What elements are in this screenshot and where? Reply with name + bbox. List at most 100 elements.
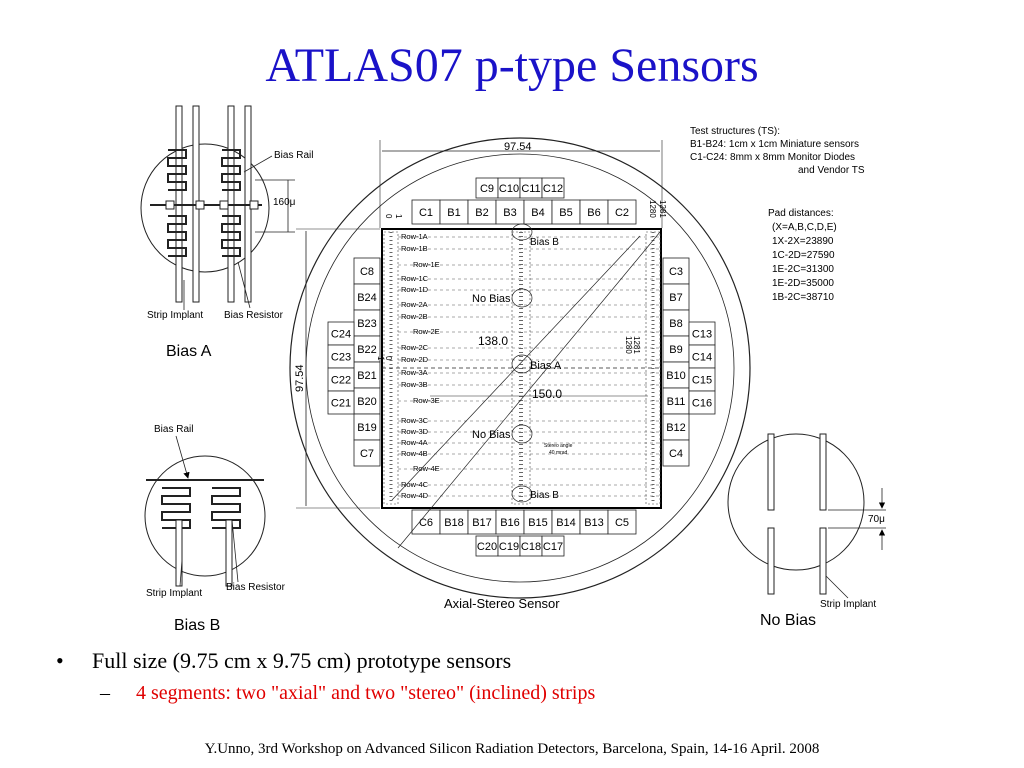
ts-note-line-1: Test structures (TS):: [690, 126, 780, 137]
ts-label-C10: C10: [499, 183, 519, 195]
ts-label-B18: B18: [444, 517, 464, 529]
stereo-angle-value: 40 mrad: [549, 450, 568, 456]
ts-label-B10: B10: [666, 370, 686, 382]
pad-line-2: (X=A,B,C,D,E): [772, 222, 837, 233]
row-label-row-2c: Row-2C: [401, 343, 429, 352]
ts-box-C16: [688, 390, 716, 415]
row-label-row-4a: Row-4A: [401, 438, 428, 447]
stereo-angle: Stereo angle: [544, 443, 573, 449]
ts-label-C20: C20: [477, 541, 497, 553]
region-label-1: Bias B: [530, 237, 559, 248]
test-structures-note: Test structures (TS): B1-B24: 1cm x 1cm …: [690, 126, 865, 176]
ts-label-B22: B22: [357, 344, 377, 356]
strip-num-rt-1: 1281: [658, 200, 667, 218]
ts-label-C21: C21: [331, 398, 351, 410]
row-label-row-3e: Row-3E: [413, 396, 440, 405]
ts-label-C15: C15: [692, 375, 712, 387]
ts-label-C11: C11: [521, 183, 540, 195]
ts-label-B23: B23: [357, 318, 377, 330]
ts-label-B3: B3: [503, 207, 516, 219]
bias-a-rail-label: Bias Rail: [274, 150, 313, 161]
ts-label-B15: B15: [528, 517, 548, 529]
ts-label-B12: B12: [666, 422, 686, 434]
ts-label-B8: B8: [669, 318, 682, 330]
ts-box-C17: [541, 535, 565, 557]
strip-columns: [382, 223, 661, 505]
ts-label-B14: B14: [556, 517, 576, 529]
ts-box-B5: [551, 199, 581, 225]
strip-num-lt-0: 0: [384, 214, 393, 219]
ts-label-C12: C12: [543, 183, 563, 195]
ts-box-B11: [662, 387, 690, 415]
ts-label-C16: C16: [692, 398, 712, 410]
row-label-row-2a: Row-2A: [401, 300, 428, 309]
slide-title: ATLAS07 p-type Sensors: [265, 39, 759, 92]
bullet-sub-marker: –: [100, 682, 110, 704]
sensor-caption: Axial-Stereo Sensor: [444, 596, 560, 611]
ts-label-B7: B7: [669, 292, 682, 304]
ts-label-C24: C24: [331, 329, 351, 341]
ts-box-B16: [495, 509, 525, 535]
no-bias-strip-label: Strip Implant: [820, 599, 876, 610]
ts-label-B5: B5: [559, 207, 572, 219]
ts-label-B20: B20: [357, 396, 377, 408]
row-label-row-4b: Row-4B: [401, 449, 428, 458]
ts-box-B2: [467, 199, 497, 225]
ts-label-C7: C7: [360, 448, 374, 460]
bias-b-circle: [144, 455, 266, 577]
ts-label-C17: C17: [543, 541, 563, 553]
footer-citation: Y.Unno, 3rd Workshop on Advanced Silicon…: [204, 741, 820, 757]
strip-num-rm-0: 1281: [632, 336, 641, 354]
ts-note-line-2: B1-B24: 1cm x 1cm Miniature sensors: [690, 139, 859, 150]
ts-note-line-4: and Vendor TS: [798, 165, 865, 176]
bias-b-resistor-label: Bias Resistor: [226, 582, 286, 593]
row-label-row-2e: Row-2E: [413, 327, 440, 336]
ts-box-B14: [551, 509, 581, 535]
row-label-row-2b: Row-2B: [401, 312, 428, 321]
region-label-4: No Bias: [472, 429, 511, 441]
ts-label-B4: B4: [531, 207, 544, 219]
ts-box-B18: [439, 509, 469, 535]
ts-label-C4: C4: [669, 448, 683, 460]
row-label-row-3c: Row-3C: [401, 416, 429, 425]
bullet-list: • Full size (9.75 cm x 9.75 cm) prototyp…: [56, 648, 996, 710]
wafer-outer: [289, 137, 751, 599]
ts-label-B24: B24: [357, 292, 377, 304]
row-label-row-3a: Row-3A: [401, 368, 428, 377]
ts-box-B20: [353, 387, 381, 415]
pad-line-7: 1B-2C=38710: [772, 292, 834, 303]
strip-num-rm-1: 1280: [624, 336, 633, 354]
ts-label-C2: C2: [615, 207, 629, 219]
ts-box-B4: [523, 199, 553, 225]
row-label-row-4e: Row-4E: [413, 464, 440, 473]
row-label-row-3d: Row-3D: [401, 427, 429, 436]
row-label-row-1e: Row-1E: [413, 260, 440, 269]
ts-box-B8: [662, 309, 690, 337]
ts-box-B12: [662, 413, 690, 441]
height-dimension: 97.54: [294, 364, 306, 392]
bias-a-detail: 160μ Bias Rail Strip Implant Bias Resist…: [140, 105, 313, 360]
bullet-sub: – 4 segments: two "axial" and two "stere…: [56, 682, 996, 710]
row-label-row-4c: Row-4C: [401, 480, 429, 489]
ts-box-B9: [662, 335, 690, 363]
bullet-sub-text: 4 segments: two "axial" and two "stereo"…: [136, 682, 596, 704]
row-label-row-3b: Row-3B: [401, 380, 428, 389]
ts-label-C8: C8: [360, 266, 374, 278]
ts-box-B17: [467, 509, 497, 535]
ts-label-C1: C1: [419, 207, 433, 219]
pad-line-1: Pad distances:: [768, 208, 834, 219]
ts-label-B2: B2: [475, 207, 488, 219]
bullet-main-text: Full size (9.75 cm x 9.75 cm) prototype …: [92, 648, 512, 673]
ts-label-B19: B19: [357, 422, 377, 434]
bullet-marker: •: [56, 648, 64, 673]
sensor-diagram: 160μ Bias Rail Strip Implant Bias Resist…: [140, 105, 886, 634]
row-label-row-1d: Row-1D: [401, 285, 429, 294]
no-bias-gap: 70μ: [868, 514, 885, 525]
bias-b-strip-label: Strip Implant: [146, 588, 202, 599]
pad-line-5: 1E-2C=31300: [772, 264, 834, 275]
pad-line-3: 1X-2X=23890: [772, 236, 834, 247]
row-lines: Row-1ARow-1BRow-1ERow-1CRow-1DRow-2ARow-…: [398, 232, 660, 500]
bias-a-caption: Bias A: [166, 343, 212, 360]
region-label-3: Bias A: [530, 360, 562, 372]
